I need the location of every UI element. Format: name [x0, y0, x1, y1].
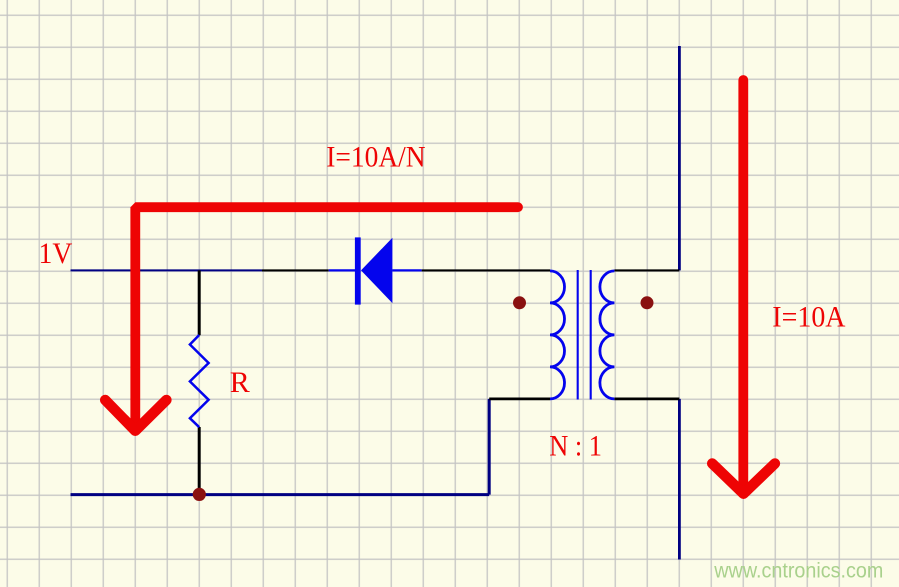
svg-text:I=10A/N: I=10A/N [326, 141, 425, 174]
svg-text:1V: 1V [39, 237, 73, 270]
svg-text:I=10A: I=10A [772, 301, 846, 334]
svg-text:www.cntronics.com: www.cntronics.com [713, 559, 883, 583]
svg-text:R: R [230, 366, 250, 399]
svg-text:N : 1: N : 1 [549, 430, 602, 463]
